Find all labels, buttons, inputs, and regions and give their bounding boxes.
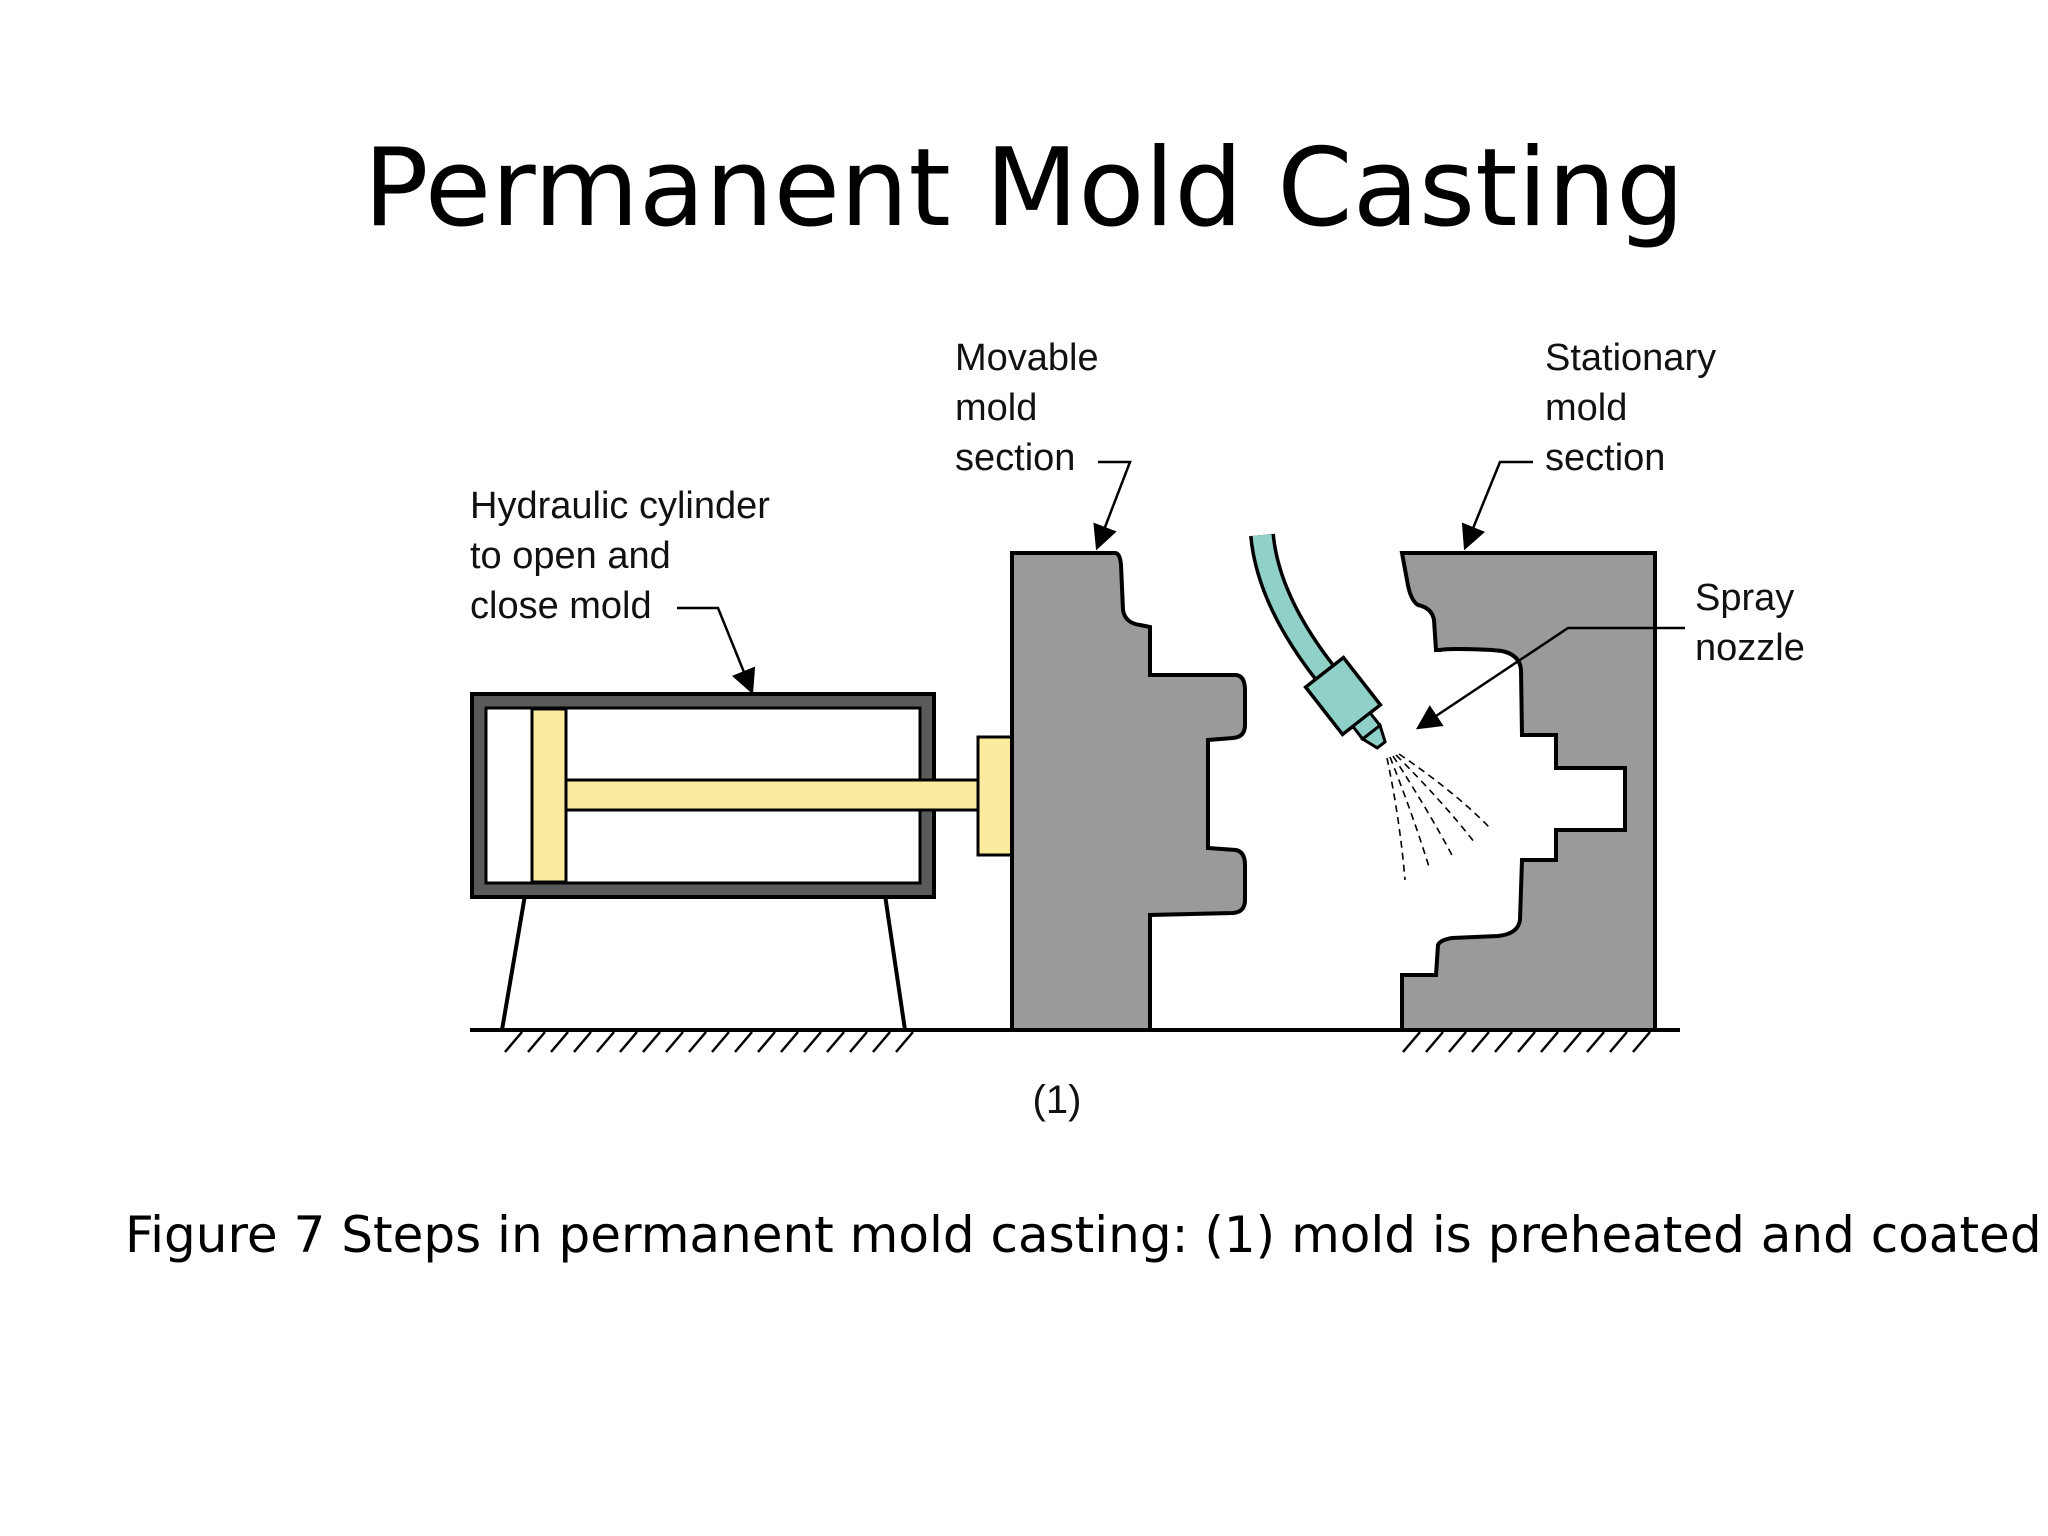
hydraulic-cylinder xyxy=(470,692,1014,1031)
spray-nozzle-label: Spray nozzle xyxy=(1695,577,1805,669)
hydraulic-label: Hydraulic cylinder to open and close mol… xyxy=(470,485,780,627)
ground-hatch-left xyxy=(504,1031,914,1053)
ground-hatch-right xyxy=(1402,1031,1651,1053)
piston-head xyxy=(530,707,568,884)
spray-mist xyxy=(1386,753,1491,881)
movable-mold-section xyxy=(1010,551,1247,1032)
movable-mold-label: Movable mold section xyxy=(955,337,1109,479)
ground xyxy=(470,1028,1680,1053)
piston-flange xyxy=(976,735,1014,857)
cylinder-leg-left xyxy=(500,894,527,1031)
stationary-mold-label: Stationary mold section xyxy=(1545,337,1727,479)
cylinder-leg-right xyxy=(883,894,907,1031)
stationary-leader xyxy=(1461,460,1533,551)
figure-caption: Figure 7 Steps in permanent mold casting… xyxy=(125,1206,2042,1264)
spray-leader xyxy=(1415,626,1685,730)
piston-rod xyxy=(564,778,980,812)
stationary-mold-section xyxy=(1399,551,1657,1032)
spray-nozzle xyxy=(1249,533,1491,881)
hydraulic-leader xyxy=(677,606,756,695)
movable-leader xyxy=(1093,460,1132,551)
nozzle-tip xyxy=(1360,722,1387,750)
step-label: (1) xyxy=(1033,1078,1082,1122)
slide-title: Permanent Mold Casting xyxy=(363,126,1685,251)
leader-lines xyxy=(677,460,1685,730)
